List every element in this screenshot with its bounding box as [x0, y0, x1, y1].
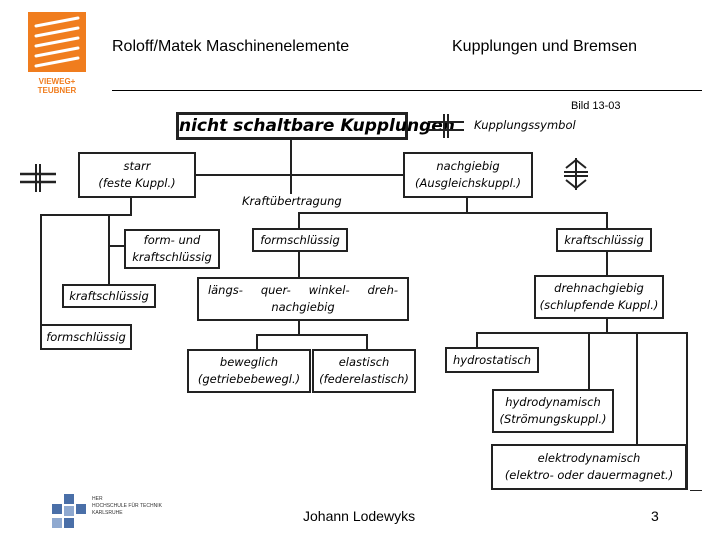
- flexible-label: nachgiebig: [436, 159, 500, 173]
- form-locking-left-label: formschlüssig: [46, 329, 126, 344]
- form-locking-label: formschlüssig: [260, 232, 340, 247]
- page-number: 3: [651, 508, 659, 524]
- school-logo-icon: [52, 494, 86, 528]
- elastic-sublabel: (federelastisch): [319, 372, 409, 386]
- school-logo: HER HOCHSCHULE FÜR TECHNIK KARLSRUHE: [52, 494, 182, 528]
- footer-author: Johann Lodewyks: [303, 508, 416, 524]
- connector: [40, 214, 42, 326]
- symbol-label: Kupplungssymbol: [474, 118, 576, 132]
- form-force-box: form- und kraftschlüssig: [124, 229, 220, 269]
- directions-row: längs- quer- winkel- dreh-: [199, 282, 407, 299]
- connector: [130, 196, 132, 216]
- connector: [606, 318, 608, 334]
- header-left-title: Roloff/Matek Maschinenelemente: [112, 38, 350, 55]
- elastic-box: elastisch (federelastisch): [312, 349, 416, 393]
- form-force-label: form- und: [143, 233, 201, 247]
- header-right-title: Kupplungen und Bremsen: [452, 38, 638, 55]
- direction-torsional: dreh-: [367, 283, 399, 297]
- connector: [588, 332, 590, 390]
- electrodynamic-sublabel: (elektro- oder dauermagnet.): [504, 468, 674, 482]
- connector: [466, 196, 468, 214]
- connector: [108, 245, 126, 247]
- publisher-logo-text: VIEWEG+ TEUBNER: [37, 77, 77, 95]
- electrodynamic-box: elektrodynamisch (elektro- oder dauermag…: [491, 444, 687, 490]
- connector: [256, 334, 258, 350]
- flexible-coupling-symbol-icon: [560, 156, 592, 192]
- direction-radial: quer-: [260, 283, 291, 297]
- connector: [108, 214, 110, 286]
- elastic-label: elastisch: [338, 355, 390, 369]
- school-logo-text: HER HOCHSCHULE FÜR TECHNIK KARLSRUHE: [92, 496, 162, 517]
- connector: [298, 212, 608, 214]
- connector: [686, 332, 688, 490]
- movable-label: beweglich: [219, 355, 279, 369]
- connector: [290, 136, 292, 194]
- direction-angular: winkel-: [308, 283, 350, 297]
- header-rule: [112, 90, 702, 91]
- hydrodynamic-label: hydrodynamisch: [505, 395, 601, 409]
- transfer-label: Kraftübertragung: [242, 194, 342, 208]
- direction-axial: längs-: [207, 283, 243, 297]
- diagram-title: nicht schaltbare Kupplungen: [179, 115, 455, 136]
- figure-number: Bild 13-03: [571, 100, 621, 112]
- hydrostatic-box: hydrostatisch: [445, 347, 539, 373]
- hydrodynamic-sublabel: (Strömungskuppl.): [499, 412, 607, 426]
- torsion-box: drehnachgiebig (schlupfende Kuppl.): [534, 275, 664, 319]
- connector: [298, 250, 300, 278]
- force-locking-right-box: kraftschlüssig: [556, 228, 652, 252]
- torsion-label: drehnachgiebig: [554, 281, 644, 295]
- hydrodynamic-box: hydrodynamisch (Strömungskuppl.): [492, 389, 614, 433]
- hydrostatic-label: hydrostatisch: [452, 352, 531, 367]
- diagram-title-box: nicht schaltbare Kupplungen: [176, 112, 455, 140]
- school-logo-line: HOCHSCHULE FÜR TECHNIK: [92, 503, 162, 509]
- movable-box: beweglich (getriebebewegl.): [187, 349, 311, 393]
- force-locking-left-box: kraftschlüssig: [62, 284, 156, 308]
- rigid-label: starr: [123, 159, 151, 173]
- force-locking-left-label: kraftschlüssig: [69, 288, 149, 303]
- connector: [366, 334, 368, 350]
- flexible-sublabel: (Ausgleichskuppl.): [415, 176, 521, 190]
- publisher-logo-icon: [28, 12, 86, 72]
- connector: [636, 332, 638, 444]
- coupling-symbol-icon: [426, 112, 466, 140]
- electrodynamic-label: elektrodynamisch: [537, 451, 641, 465]
- directions-suffix: nachgiebig: [271, 300, 335, 314]
- form-locking-left-box: formschlüssig: [40, 324, 132, 350]
- form-locking-box: formschlüssig: [252, 228, 348, 252]
- connector: [606, 250, 608, 276]
- flexible-box: nachgiebig (Ausgleichskuppl.): [403, 152, 533, 198]
- connector: [476, 332, 688, 334]
- connector: [606, 212, 608, 228]
- connector: [298, 320, 300, 334]
- connector: [40, 214, 132, 216]
- rigid-coupling-symbol-icon: [18, 162, 58, 194]
- school-logo-line: KARLSRUHE: [92, 510, 123, 516]
- connector: [476, 332, 478, 348]
- corner-mark: [690, 490, 702, 491]
- force-locking-right-label: kraftschlüssig: [564, 232, 644, 247]
- movable-sublabel: (getriebebewegl.): [197, 372, 301, 386]
- connector: [194, 174, 404, 176]
- rigid-box: starr (feste Kuppl.): [78, 152, 196, 198]
- form-force-sublabel: kraftschlüssig: [132, 250, 212, 264]
- connector: [256, 334, 368, 336]
- torsion-sublabel: (schlupfende Kuppl.): [539, 298, 659, 312]
- directions-box: längs- quer- winkel- dreh- nachgiebig: [197, 277, 409, 321]
- school-logo-line: HER: [92, 496, 103, 502]
- rigid-sublabel: (feste Kuppl.): [98, 176, 176, 190]
- publisher-logo: VIEWEG+ TEUBNER: [28, 12, 86, 95]
- connector: [298, 212, 300, 228]
